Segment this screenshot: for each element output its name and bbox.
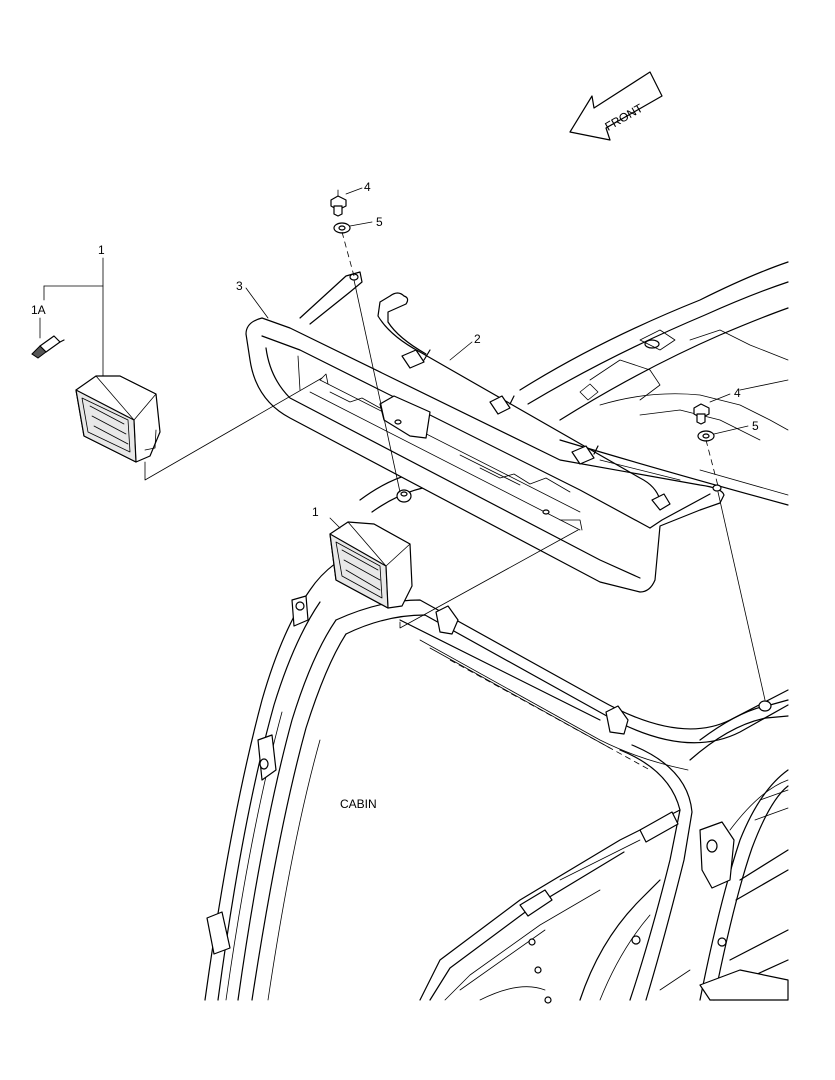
callout-3: 3 [236,279,243,293]
callout-1-center: 1 [312,505,319,519]
callout-1a: 1A [31,303,46,317]
cabin-label: CABIN [340,797,377,811]
callout-4-right: 4 [734,386,741,400]
cabin-frame [204,469,789,1004]
work-light-left [75,375,161,463]
work-light-center [329,521,413,609]
front-arrow: FRONT [569,71,663,141]
washer-top [333,222,351,234]
callout-2: 2 [474,332,481,346]
bolt-top [330,195,347,217]
callout-5-right: 5 [752,419,759,433]
assembly-lines [144,189,766,701]
washer-right [697,430,715,442]
bulb [31,335,65,359]
leader-lines [39,187,749,529]
callout-1-left: 1 [98,243,105,257]
wire-harness [377,292,671,511]
callout-4-top: 4 [364,180,371,194]
callout-5-top: 5 [376,215,383,229]
bolt-right [693,403,710,425]
